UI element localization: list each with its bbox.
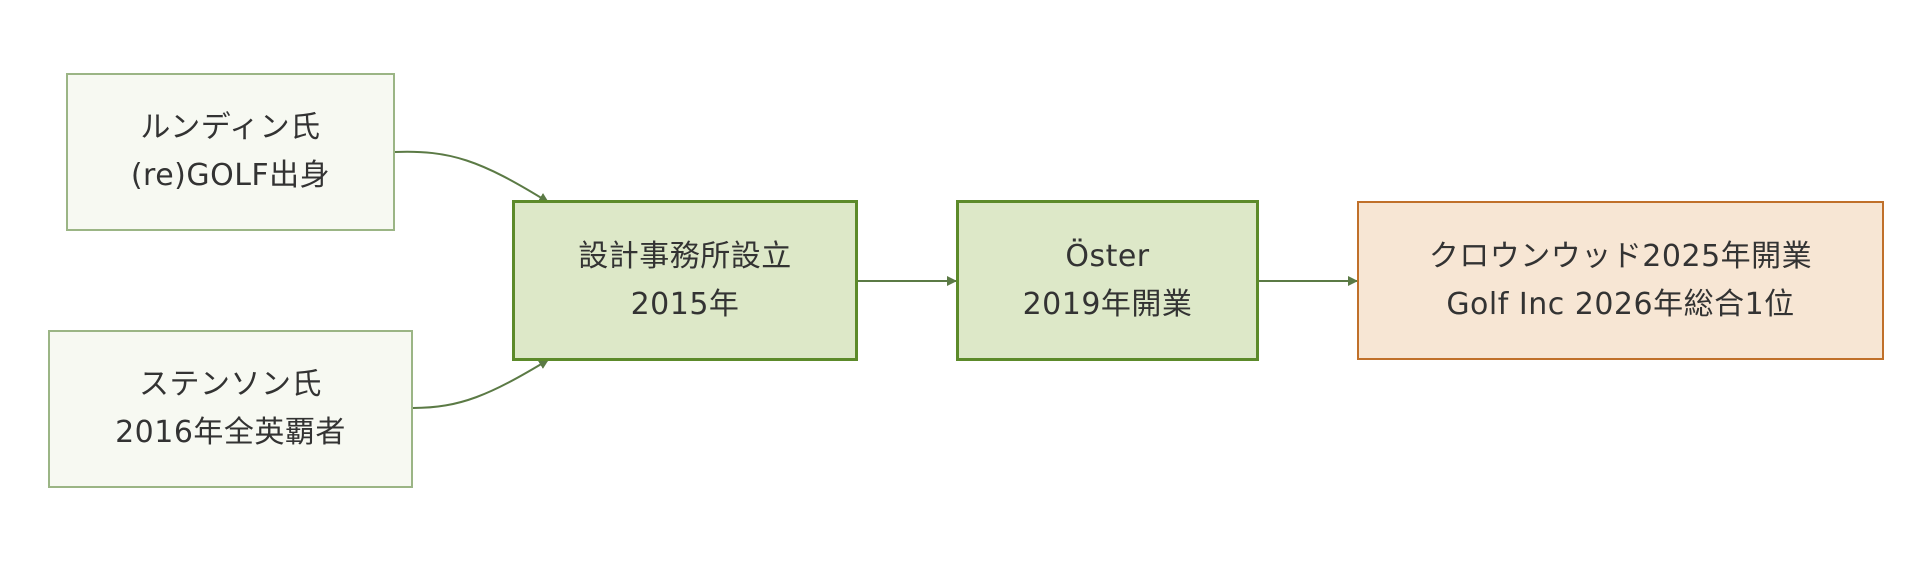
node-stenson-line2: 2016年全英覇者 [115, 415, 346, 450]
node-lundin-line1: ルンディン氏 [140, 110, 321, 145]
node-oster-line1: Öster [1065, 238, 1150, 274]
node-stenson: ステンソン氏 2016年全英覇者 [48, 330, 413, 488]
edge-stenson-to-office [412, 359, 549, 409]
edge-lundin-to-office [394, 150, 549, 203]
node-stenson-line1: ステンソン氏 [139, 367, 322, 402]
node-oster: Öster 2019年開業 [956, 200, 1259, 361]
node-lundin-line2: (re)GOLF出身 [130, 158, 331, 193]
node-crown: クロウンウッド2025年開業 Golf Inc 2026年総合1位 [1357, 201, 1884, 360]
node-office-line1: 設計事務所設立 [578, 238, 792, 274]
node-crown-line2: Golf Inc 2026年総合1位 [1446, 286, 1795, 322]
node-lundin: ルンディン氏 (re)GOLF出身 [66, 73, 395, 231]
node-oster-line2: 2019年開業 [1022, 286, 1193, 322]
node-crown-line1: クロウンウッド2025年開業 [1428, 238, 1813, 274]
node-office-line2: 2015年 [630, 286, 740, 322]
node-office: 設計事務所設立 2015年 [512, 200, 858, 361]
